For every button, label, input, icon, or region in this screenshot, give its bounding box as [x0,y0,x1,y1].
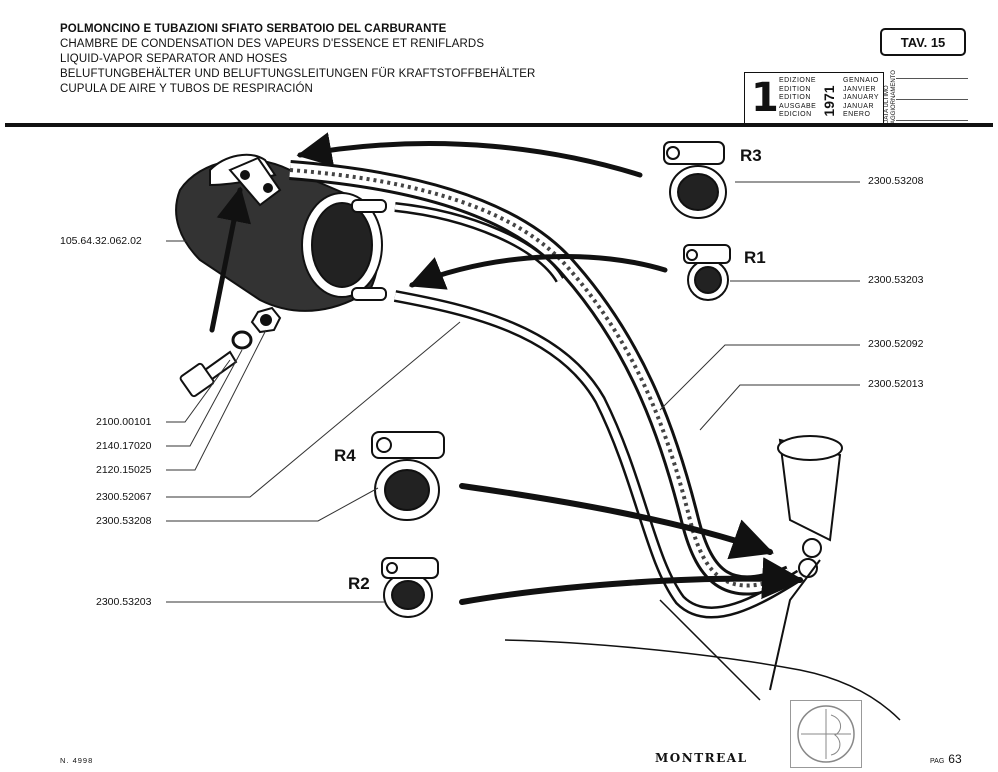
part-number: 2140.17020 [96,440,152,452]
page-number: 63 [948,752,962,766]
pag-label: PAG [930,758,945,765]
ref-r4: R4 [334,446,356,465]
title-italian: POLMONCINO E TUBAZIONI SFIATO SERBATOIO … [60,23,447,35]
title-french: CHAMBRE DE CONDENSATION DES VAPEURS D'ES… [60,38,485,50]
vent-pipe [769,559,821,691]
edition-box: 1 EDIZIONE EDITION EDITION AUSGABE EDICI… [744,72,884,124]
table-number: TAV. 15 [880,28,966,56]
part-number: 2300.52013 [868,378,924,390]
part-number: 2300.53203 [868,274,924,286]
update-line [896,120,968,121]
hose-lower [393,290,804,619]
nut [250,306,282,334]
arrows [209,132,805,605]
edition-word: EDITION [779,94,811,102]
edition-month: JANUARY [843,94,880,102]
logo-icon [797,705,855,763]
body-panel [504,599,901,721]
clamp-r2 [381,557,439,618]
clamp-r1 [683,244,731,301]
edition-month: GENNAIO [843,77,879,84]
edition-word: EDICION [779,111,812,119]
leader-lines [166,181,860,603]
edition-words: EDIZIONE EDITION EDITION AUSGABE EDICION [779,77,816,120]
part-number: 2300.52092 [868,338,924,350]
edition-month: JANUAR [843,102,875,110]
title-german: BELUFTUNGBEHÄLTER UND BELUFTUNGSLEITUNGE… [60,68,536,80]
edition-word: AUSGABE [779,102,817,110]
part-number: 2120.15025 [96,464,152,476]
title-block: POLMONCINO E TUBAZIONI SFIATO SERBATOIO … [60,22,535,97]
hose-upper [289,160,794,596]
washer [231,330,253,350]
edition-months: GENNAIO JANVIER JANUARY JANUAR ENERO [843,77,879,120]
clamp-r3 [663,141,727,219]
edition-word: EDITION [779,85,811,93]
ref-r1: R1 [744,248,766,267]
part-number: 2300.53203 [96,596,152,608]
part-number: 2300.53208 [96,515,152,527]
title-english: LIQUID-VAPOR SEPARATOR AND HOSES [60,53,288,65]
edition-word: EDIZIONE [779,77,817,84]
edition-month: JANVIER [843,85,877,93]
ref-r3: R3 [740,146,762,165]
part-number: 2100.00101 [96,416,152,428]
bolt [179,350,238,398]
clamp-r4 [371,431,445,521]
update-line [896,99,968,100]
filler-neck [777,435,843,578]
hose-mid [394,202,565,283]
update-line [896,78,968,79]
edition-number: 1 [751,75,779,121]
edition-month: ENERO [843,111,871,119]
brand-logo-text: MONTREAL [655,751,748,765]
title-spanish: CUPULA DE AIRE Y TUBOS DE RESPIRACIÓN [60,83,313,95]
part-number: 2300.53208 [868,175,924,187]
part-number: 2300.52067 [96,491,152,503]
ref-r2: R2 [348,574,370,593]
alfa-romeo-logo [790,700,862,768]
part-number: 105.64.32.062.02 [60,235,142,247]
document-number: N. 4998 [60,756,94,765]
header-rule [5,123,993,127]
